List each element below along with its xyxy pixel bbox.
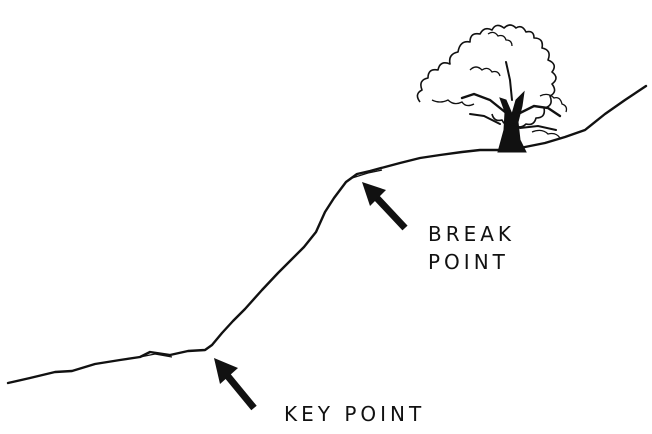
tree-branch-right [518,106,560,116]
tree-canopy [417,25,556,127]
arrow-up-left-icon [362,182,405,228]
tree-canopy-detail-top [488,32,512,46]
tree-canopy-detail-left [432,100,474,106]
tree-canopy-detail-low [532,130,560,138]
break-point-label-line1: BREAK [428,221,515,247]
tree-icon [417,25,566,152]
key-point-label: KEY POINT [284,401,425,427]
tree-canopy-detail-mid [470,67,500,76]
tree-branch-up [506,62,512,100]
break-arrow-shaft [375,196,405,228]
tree-branch-right-2 [520,126,556,130]
break-point-label-line2: POINT [428,249,509,275]
slope-profile-line [8,86,646,383]
arrow-up-left-icon [214,358,254,408]
tree-branch-left [462,94,505,112]
key-arrow-shaft [226,374,254,408]
